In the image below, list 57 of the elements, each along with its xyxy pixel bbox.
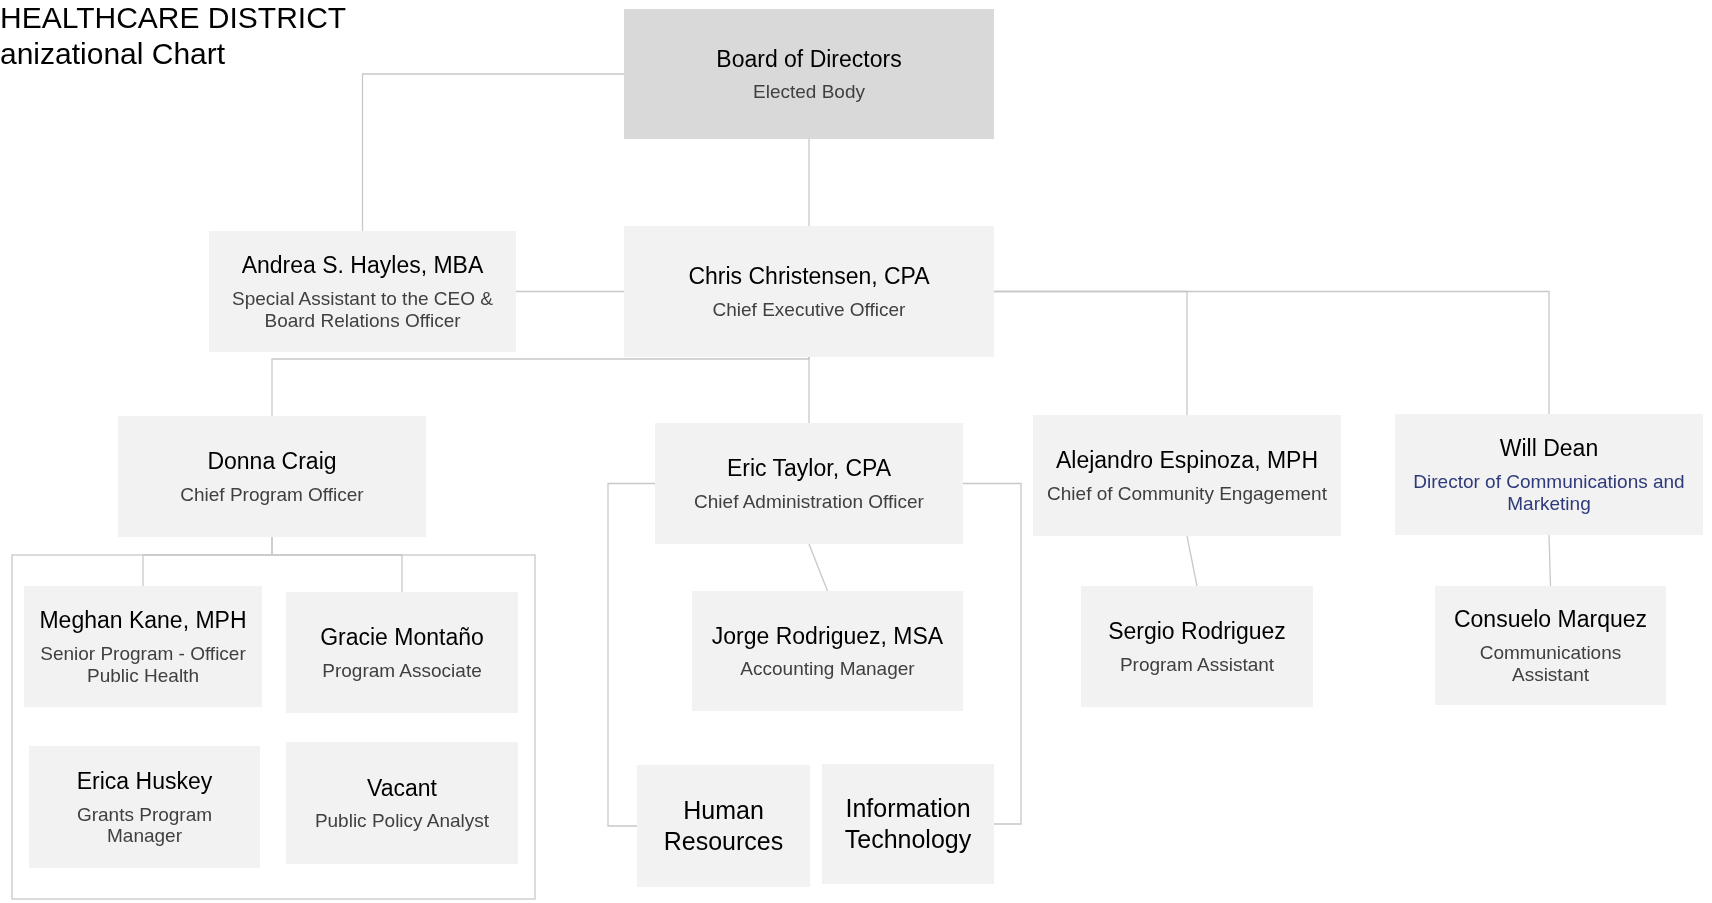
person-name: Donna Craig — [207, 447, 337, 476]
job-title: Accounting Manager — [740, 658, 915, 681]
person-name: Jorge Rodriguez, MSA — [711, 621, 944, 651]
department-name: Human Resources — [662, 794, 785, 857]
connector-line — [607, 482, 656, 827]
connector-line — [993, 290, 1550, 415]
person-box — [1395, 414, 1703, 535]
person-box — [655, 423, 963, 544]
job-title: Elected Body — [753, 81, 865, 104]
person-box — [637, 765, 810, 887]
job-title: Chief of Community Engagement — [1047, 482, 1327, 505]
person-name: Will Dean — [1499, 434, 1599, 464]
job-title: Director of Communications and Marketing — [1412, 471, 1686, 515]
person-name: Sergio Rodriguez — [1108, 617, 1286, 646]
person-box — [209, 231, 516, 352]
connector-line — [271, 356, 810, 417]
person-box — [1081, 586, 1313, 707]
person-name: Eric Taylor, CPA — [726, 454, 891, 483]
connector-line — [808, 543, 829, 592]
connector-line — [271, 536, 403, 593]
person-name: Alejandro Espinoza, MPH — [1055, 446, 1319, 475]
job-title: Grants Program Manager — [75, 803, 214, 848]
person-box — [118, 416, 426, 537]
person-name: Andrea S. Hayles, MBA — [241, 251, 484, 281]
person-name: Chris Christensen, CPA — [688, 262, 930, 291]
person-name: Vacant — [367, 773, 437, 803]
person-box — [692, 591, 963, 711]
connector-line — [808, 356, 810, 424]
job-title: Special Assistant to the CEO & Board Relations Officer — [231, 288, 494, 332]
job-title: Chief Executive Officer — [712, 298, 906, 321]
person-name: Meghan Kane, MPH — [39, 606, 247, 636]
person-box — [1435, 586, 1666, 705]
connector-line — [1186, 535, 1198, 587]
person-box — [624, 226, 994, 357]
chart-title: HEALTHCARE DISTRICT anizational Chart — [0, 0, 347, 72]
person-name: Gracie Montaño — [320, 623, 484, 652]
job-title: Senior Program - Officer Public Health — [39, 643, 247, 687]
job-title: Chief Administration Officer — [694, 490, 924, 513]
connector-line — [515, 290, 625, 293]
job-title: Communications Assistant — [1478, 642, 1623, 686]
connector-line — [808, 138, 810, 227]
job-title: Program Associate — [322, 659, 482, 682]
connector-line — [962, 482, 1022, 825]
person-box — [822, 764, 994, 884]
person-box — [286, 592, 518, 713]
department-name: Information Technology — [843, 792, 973, 855]
person-box — [624, 9, 994, 139]
person-name: Board of Directors — [716, 44, 902, 74]
person-name: Erica Huskey — [76, 766, 213, 796]
job-title: Public Policy Analyst — [314, 810, 490, 833]
connector-line — [1548, 534, 1552, 587]
connector-line — [361, 73, 625, 232]
person-box — [24, 586, 262, 707]
person-name: Consuelo Marquez — [1453, 605, 1648, 635]
job-title: Chief Program Officer — [180, 483, 364, 506]
job-title: Program Assistant — [1119, 653, 1275, 676]
person-box — [1033, 415, 1341, 536]
